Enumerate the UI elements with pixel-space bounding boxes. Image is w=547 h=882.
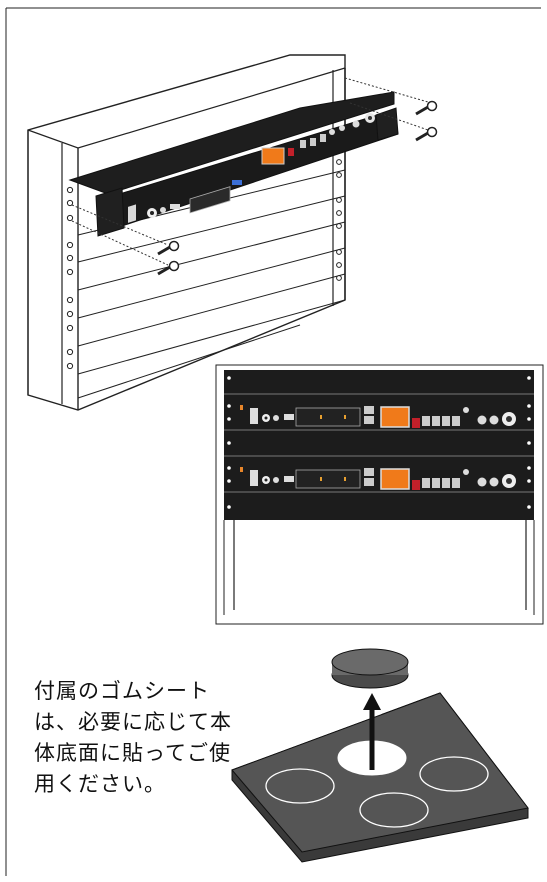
device-right-ear — [375, 107, 399, 141]
device-display — [380, 468, 410, 490]
device-display — [261, 147, 285, 165]
rubber-sheet-instruction: 付属のゴムシート は、必要に応じて本 体底面に貼ってご使 用ください。 — [34, 676, 232, 800]
rack-unit-2 — [240, 467, 516, 490]
screw-icon — [157, 100, 438, 276]
right-rail-holes — [336, 147, 342, 281]
left-rail-holes — [66, 186, 74, 370]
device-display — [380, 406, 410, 428]
instruction-line: 体底面に貼ってご使 — [34, 741, 231, 765]
stacked-units-illustration — [215, 364, 544, 625]
rubber-sheet-illustration — [231, 648, 529, 863]
screw-guide-lines — [71, 77, 429, 266]
rack-body — [224, 370, 534, 520]
device-left-ear — [95, 187, 125, 237]
device-top-face — [68, 91, 395, 195]
rack-unit-1 — [240, 405, 516, 428]
instruction-line: は、必要に応じて本 — [34, 710, 232, 734]
rack-cabinet — [27, 54, 346, 411]
instruction-line: 付属のゴムシート — [34, 679, 210, 703]
rack-install-illustration — [27, 54, 438, 411]
rubber-foot-icon — [331, 648, 409, 676]
device-panel-controls — [128, 113, 375, 223]
rubber-foot-positions — [265, 756, 489, 828]
instruction-line: 用ください。 — [34, 772, 166, 796]
